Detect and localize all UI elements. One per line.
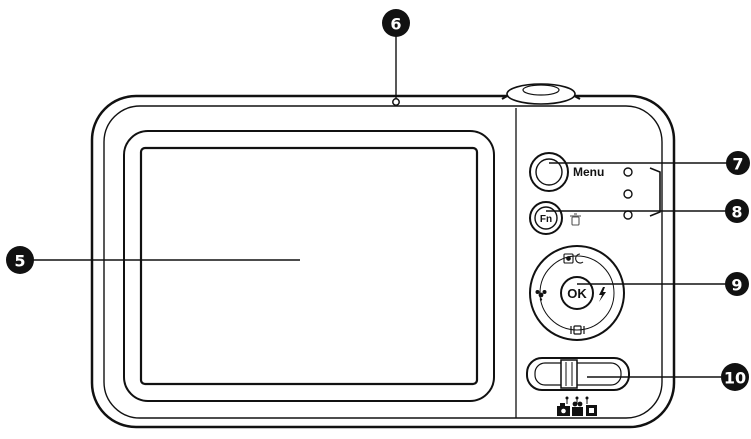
led-1: [623, 167, 633, 177]
callout-10: 10: [721, 363, 749, 391]
display-toggle-icon: [570, 325, 585, 335]
top-dial: [501, 83, 581, 105]
menu-label: Menu: [573, 165, 604, 179]
callout-9: 9: [725, 272, 749, 296]
callout-8-number: 8: [731, 203, 742, 222]
callout-6: 6: [382, 9, 410, 37]
callout-7-number: 7: [732, 155, 743, 174]
fn-label: Fn: [540, 214, 552, 225]
flower-icon: [535, 290, 547, 301]
callout-5-number: 5: [14, 252, 25, 271]
movie-icon: [572, 401, 583, 416]
fn-button[interactable]: [529, 201, 563, 235]
microphone-hole: [392, 98, 400, 106]
face-detect-icon: [563, 253, 584, 264]
trash-icon: [570, 213, 581, 226]
callout-8: 8: [725, 199, 749, 223]
callout-10-number: 10: [724, 369, 746, 388]
led-2: [623, 189, 633, 199]
callout-9-number: 9: [731, 276, 742, 295]
callout-5: 5: [6, 246, 34, 274]
switch-position-markers: [565, 396, 589, 404]
camera-icon: [557, 403, 570, 416]
playback-icon: [586, 405, 597, 416]
menu-button[interactable]: [529, 152, 569, 192]
led-3: [623, 210, 633, 220]
callout-lines: [33, 36, 728, 378]
ok-button[interactable]: [560, 276, 594, 310]
lcd-screen: [123, 130, 495, 402]
lightning-icon: [599, 287, 606, 302]
callout-6-number: 6: [390, 15, 401, 34]
callout-7: 7: [726, 151, 750, 175]
ok-label: OK: [567, 286, 587, 301]
mode-switch[interactable]: [526, 357, 630, 391]
